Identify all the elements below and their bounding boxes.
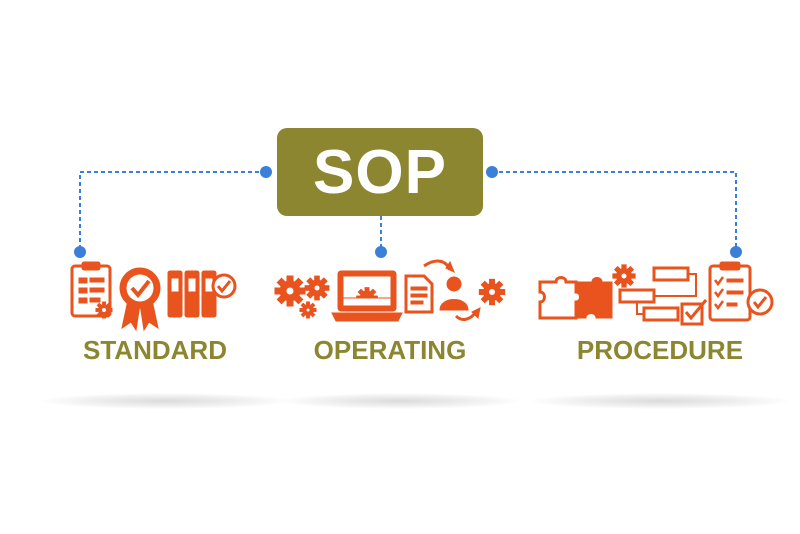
- label-standard: STANDARD: [83, 335, 227, 365]
- flowchart-check-icon: [618, 266, 708, 326]
- connector-dot-right-bottom: [730, 246, 742, 258]
- puzzle-pieces-icon: [538, 276, 613, 320]
- shadow-standard: [40, 393, 290, 409]
- clipboard-checklist-icon: [708, 261, 774, 322]
- connector-dot-left-bottom: [74, 246, 86, 258]
- shadow-procedure: [530, 393, 790, 409]
- gear-icon-procedure: [612, 264, 636, 288]
- document-person-icon: [404, 259, 481, 321]
- connector-dot-left-top: [260, 166, 272, 178]
- gears-icon: [274, 275, 330, 319]
- connector-left: [79, 171, 266, 250]
- award-ribbon-check-icon: [119, 267, 161, 332]
- label-procedure: PROCEDURE: [576, 335, 744, 365]
- laptop-gear-icon: [331, 270, 403, 322]
- label-operating: OPERATING: [313, 335, 467, 365]
- connector-dot-right-top: [486, 166, 498, 178]
- binders-check-icon: [167, 270, 237, 318]
- sop-title: SOP: [313, 137, 447, 207]
- gear-icon: [478, 278, 506, 306]
- connector-right: [492, 171, 737, 250]
- sop-title-box: SOP: [277, 128, 483, 216]
- clipboard-gear-icon: [70, 261, 113, 319]
- shadow-operating: [280, 393, 520, 409]
- connector-dot-center-bottom: [375, 246, 387, 258]
